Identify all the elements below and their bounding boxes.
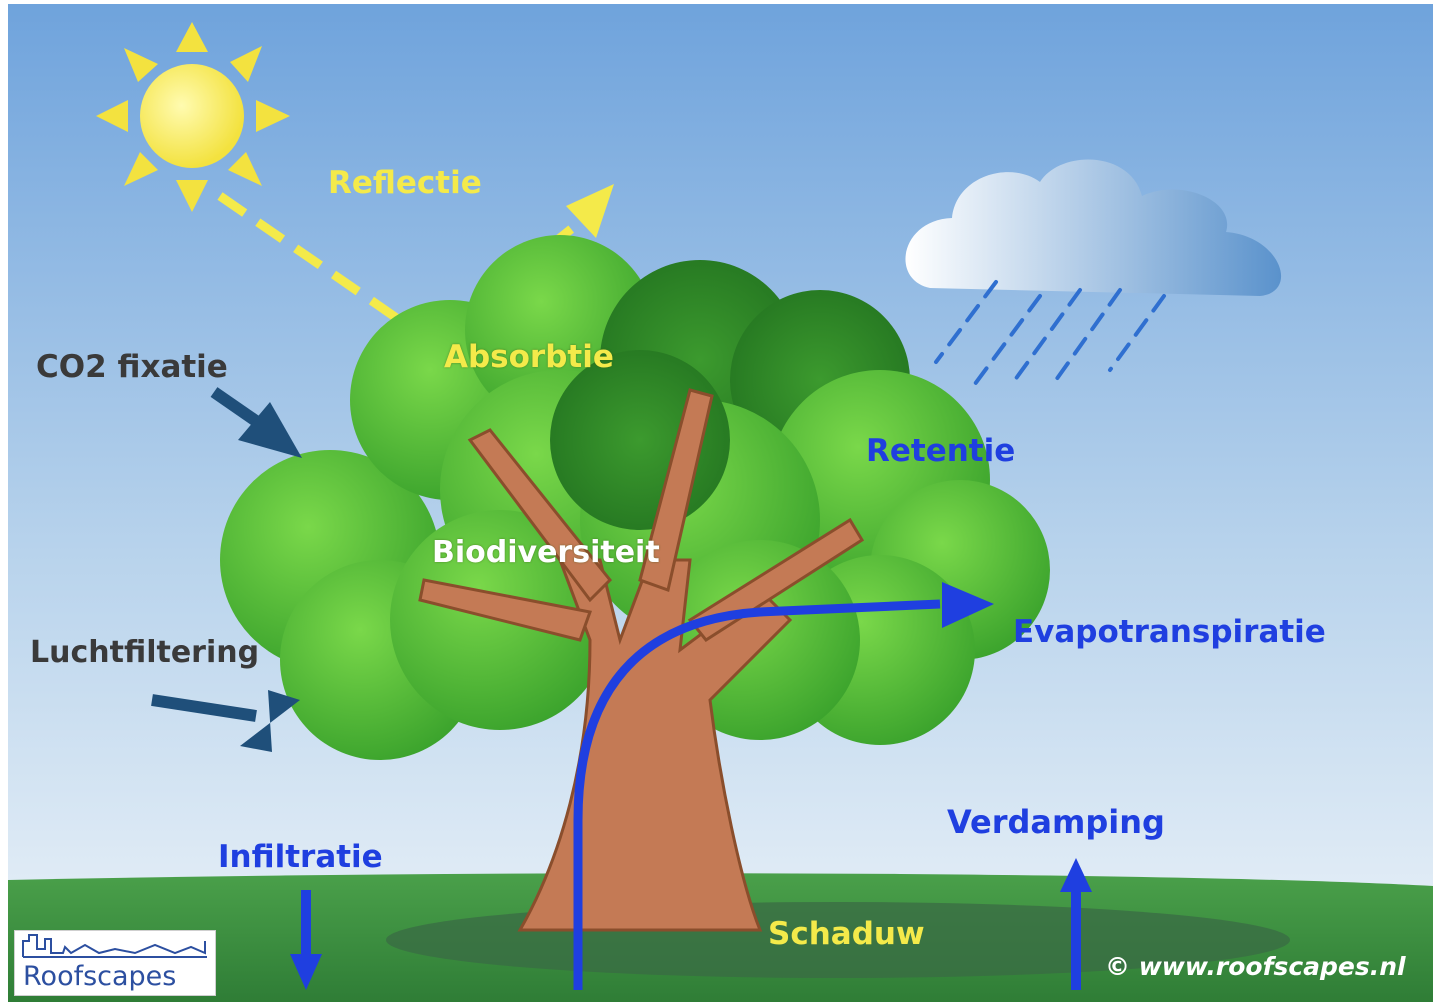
label-luchtfiltering: Luchtfiltering [30,635,260,670]
tree-trunk [418,388,865,932]
label-absorbtie: Absorbtie [444,339,614,375]
skyline-icon [22,934,207,958]
sun-icon [96,22,290,212]
logo-text: Roofscapes [23,961,177,992]
air-filter-arrowhead [240,690,300,752]
reflection-arrowhead [566,184,614,238]
label-retentie: Retentie [866,433,1016,469]
co2-arrowhead [238,402,302,458]
infiltration-arrowhead [290,954,322,990]
label-biodiversiteit: Biodiversiteit [432,535,660,570]
copyright-text: © www.roofscapes.nl [1105,952,1406,981]
label-evapotranspiratie: Evapotranspiratie [1013,614,1326,650]
label-reflectie: Reflectie [328,165,482,201]
evapotranspiration-arrow [573,599,941,990]
evaporation-arrowhead [1060,858,1092,892]
roofscapes-logo: Roofscapes [14,930,216,996]
label-co2-fixatie: CO2 fixatie [36,349,228,385]
label-schaduw: Schaduw [768,916,925,952]
evapotranspiration-arrowhead [942,582,994,628]
cloud-icon [905,159,1282,296]
air-filter-arrow-shaft [151,694,257,722]
label-verdamping: Verdamping [947,803,1165,841]
label-infiltratie: Infiltratie [218,839,383,875]
rain-icon [934,280,1166,390]
